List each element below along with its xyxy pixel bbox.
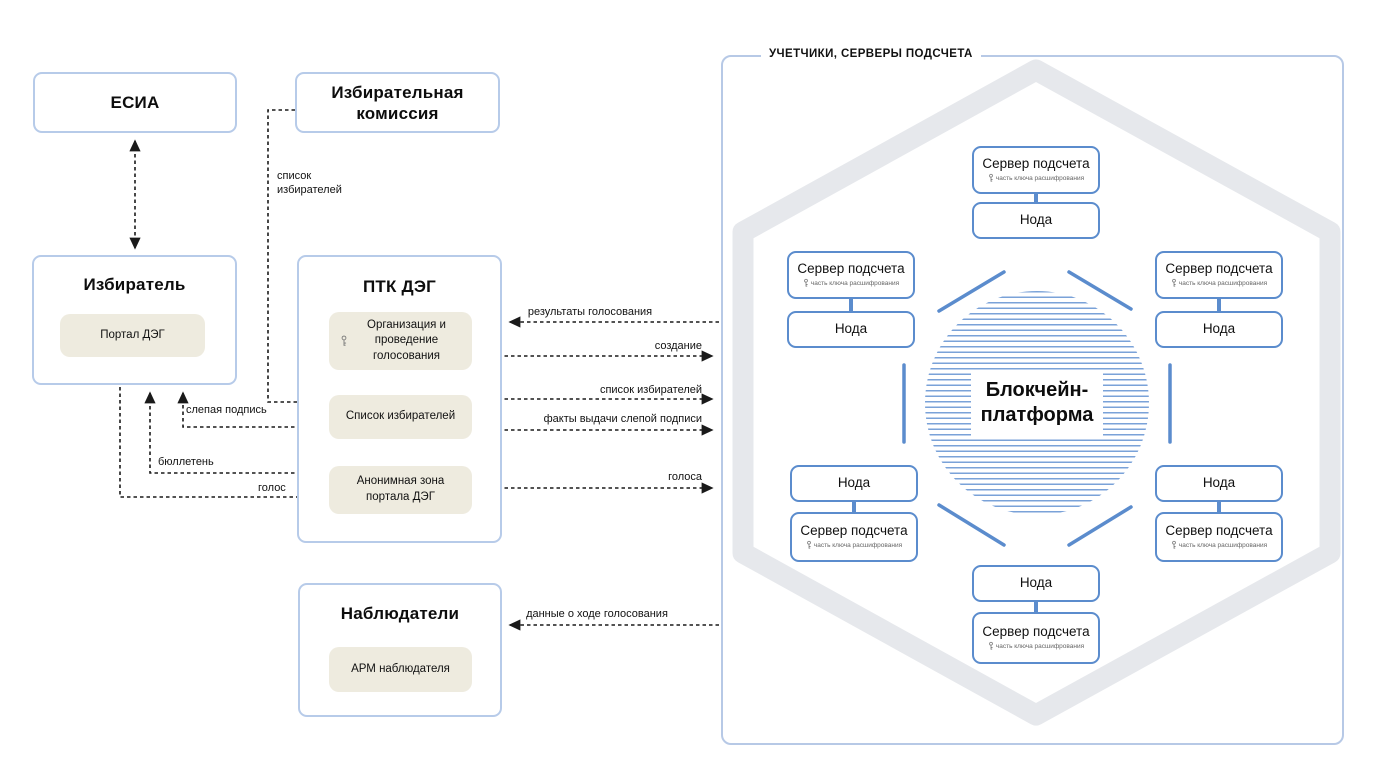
- server-label: Сервер подсчета: [1165, 260, 1273, 276]
- node-box-upper-left: Нода: [787, 311, 915, 348]
- node-box-lower-right: Нода: [1155, 465, 1283, 502]
- blockchain-sphere: Блокчейн-платформа: [925, 291, 1149, 515]
- server-sub-label: часть ключа расшифрования: [995, 174, 1085, 182]
- server-sub-label: часть ключа расшифрования: [995, 642, 1085, 650]
- key-icon: [989, 642, 993, 651]
- edge-label-ballot: бюллетень: [158, 456, 214, 468]
- server-box-lower-left: Сервер подсчета часть ключа расшифровани…: [790, 512, 918, 562]
- ptk-item-organization-label: Организация и проведение голосования: [367, 318, 446, 362]
- node-label: Нода: [834, 321, 868, 337]
- node-label: Нода: [837, 475, 871, 491]
- server-label: Сервер подсчета: [982, 155, 1090, 171]
- edge-label-results: результаты голосования: [527, 306, 653, 318]
- edge-label-votes: голоса: [668, 471, 702, 483]
- arm-observer-box: АРМ наблюдателя: [329, 647, 472, 692]
- ptk-deg-label: ПТК ДЭГ: [363, 277, 436, 296]
- esia-label: ЕСИА: [110, 92, 160, 112]
- server-box-lower-right: Сервер подсчета часть ключа расшифровани…: [1155, 512, 1283, 562]
- key-icon: [989, 174, 993, 183]
- esia-box: ЕСИА: [33, 72, 237, 133]
- node-label: Нода: [1202, 475, 1236, 491]
- server-sub-label: часть ключа расшифрования: [810, 279, 900, 287]
- counters-panel: УЧЕТЧИКИ, СЕРВЕРЫ ПОДСЧЕТА: [721, 48, 1344, 745]
- edge-label-blind-facts: факты выдачи слепой подписи: [543, 413, 702, 425]
- edge-label-voters-list-right: список избирателей: [599, 384, 702, 396]
- node-label: Нода: [1019, 212, 1053, 228]
- key-icon: [807, 541, 811, 550]
- edge-label-blind-signature: слепая подпись: [186, 404, 267, 416]
- portal-deg-box: Портал ДЭГ: [60, 314, 205, 357]
- edge-label-voters-list-left: список избирателей: [277, 170, 342, 196]
- server-label: Сервер подсчета: [800, 522, 908, 538]
- node-label: Нода: [1202, 321, 1236, 337]
- server-box-bottom: Сервер подсчета часть ключа расшифровани…: [972, 612, 1100, 664]
- edge-label-creation: создание: [654, 340, 702, 352]
- key-icon: [341, 335, 347, 346]
- node-box-upper-right: Нода: [1155, 311, 1283, 348]
- node-box-lower-left: Нода: [790, 465, 918, 502]
- observers-box: Наблюдатели АРМ наблюдателя: [298, 583, 502, 717]
- server-box-upper-left: Сервер подсчета часть ключа расшифровани…: [787, 251, 915, 299]
- ptk-deg-box: ПТК ДЭГ Организация и проведение голосов…: [297, 255, 502, 543]
- server-box-upper-right: Сервер подсчета часть ключа расшифровани…: [1155, 251, 1283, 299]
- blockchain-label: Блокчейн-платформа: [971, 370, 1103, 436]
- voter-label: Избиратель: [83, 275, 186, 294]
- node-box-top: Нода: [972, 202, 1100, 239]
- ptk-item-anonymous-zone: Анонимная зона портала ДЭГ: [329, 466, 472, 514]
- key-icon: [804, 279, 808, 288]
- voter-box: Избиратель Портал ДЭГ: [32, 255, 237, 385]
- node-label: Нода: [1019, 575, 1053, 591]
- key-icon: [1172, 541, 1176, 550]
- server-label: Сервер подсчета: [797, 260, 905, 276]
- panel-title: УЧЕТЧИКИ, СЕРВЕРЫ ПОДСЧЕТА: [761, 48, 981, 60]
- commission-box: Избирательная комиссия: [295, 72, 500, 133]
- server-sub-label: часть ключа расшифрования: [1178, 279, 1268, 287]
- server-label: Сервер подсчета: [1165, 522, 1273, 538]
- node-box-bottom: Нода: [972, 565, 1100, 602]
- server-label: Сервер подсчета: [982, 623, 1090, 639]
- edge-label-progress-data: данные о ходе голосования: [526, 608, 668, 620]
- server-sub-label: часть ключа расшифрования: [1178, 541, 1268, 549]
- observers-label: Наблюдатели: [340, 604, 460, 623]
- key-icon: [1172, 279, 1176, 288]
- ptk-item-voter-list: Список избирателей: [329, 395, 472, 439]
- ptk-item-organization: Организация и проведение голосования: [329, 312, 472, 370]
- server-sub-label: часть ключа расшифрования: [813, 541, 903, 549]
- server-box-top: Сервер подсчета часть ключа расшифровани…: [972, 146, 1100, 194]
- edge-label-vote: голос: [258, 482, 286, 494]
- commission-label: Избирательная комиссия: [331, 82, 464, 123]
